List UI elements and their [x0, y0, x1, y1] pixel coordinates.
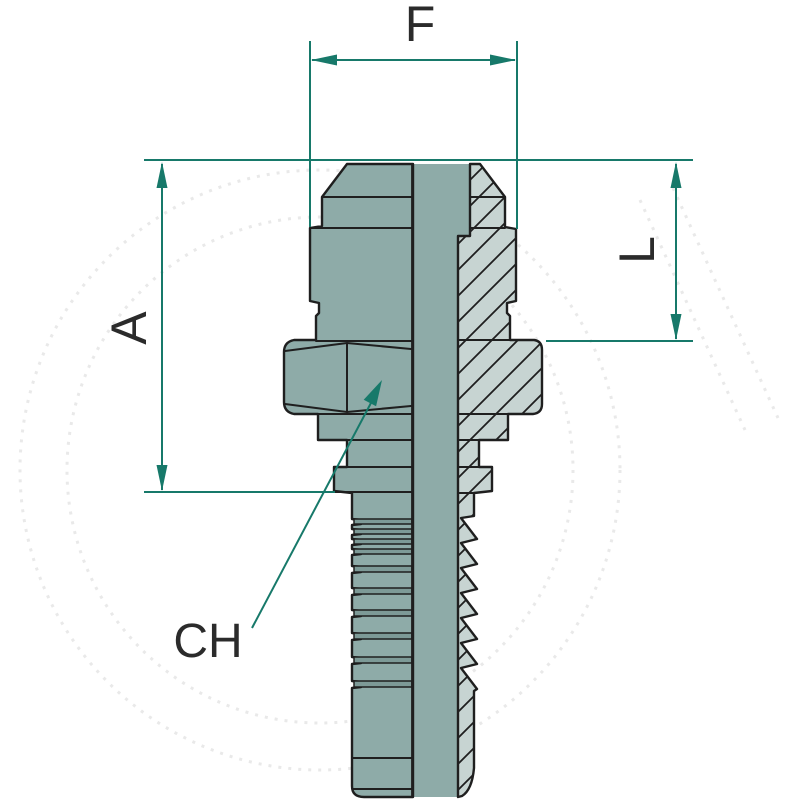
callout-CH: CH	[173, 380, 382, 668]
arrowhead-left	[311, 54, 337, 66]
arrowhead-up	[156, 162, 168, 188]
section-hatching	[458, 164, 542, 797]
exterior-edges	[284, 196, 413, 790]
dimension-label-ch: CH	[173, 615, 242, 668]
arrowhead-down	[670, 314, 682, 340]
bore	[413, 164, 470, 797]
dimension-A: A	[101, 162, 335, 493]
dimension-label-l: L	[609, 236, 665, 264]
watermark	[18, 168, 780, 772]
fitting-views	[282, 162, 544, 799]
section-edges	[457, 196, 511, 494]
leader-line	[251, 400, 373, 629]
arrowhead-down	[156, 465, 168, 491]
dimension-L: L	[546, 162, 693, 342]
dimension-label-a: A	[101, 311, 157, 345]
exterior-view	[282, 162, 415, 799]
arrowhead-up	[670, 162, 682, 188]
arrowhead-right	[490, 54, 516, 66]
dimension-label-f: F	[405, 0, 436, 52]
dimension-F: F	[309, 0, 518, 229]
leader-arrowhead	[363, 380, 382, 407]
